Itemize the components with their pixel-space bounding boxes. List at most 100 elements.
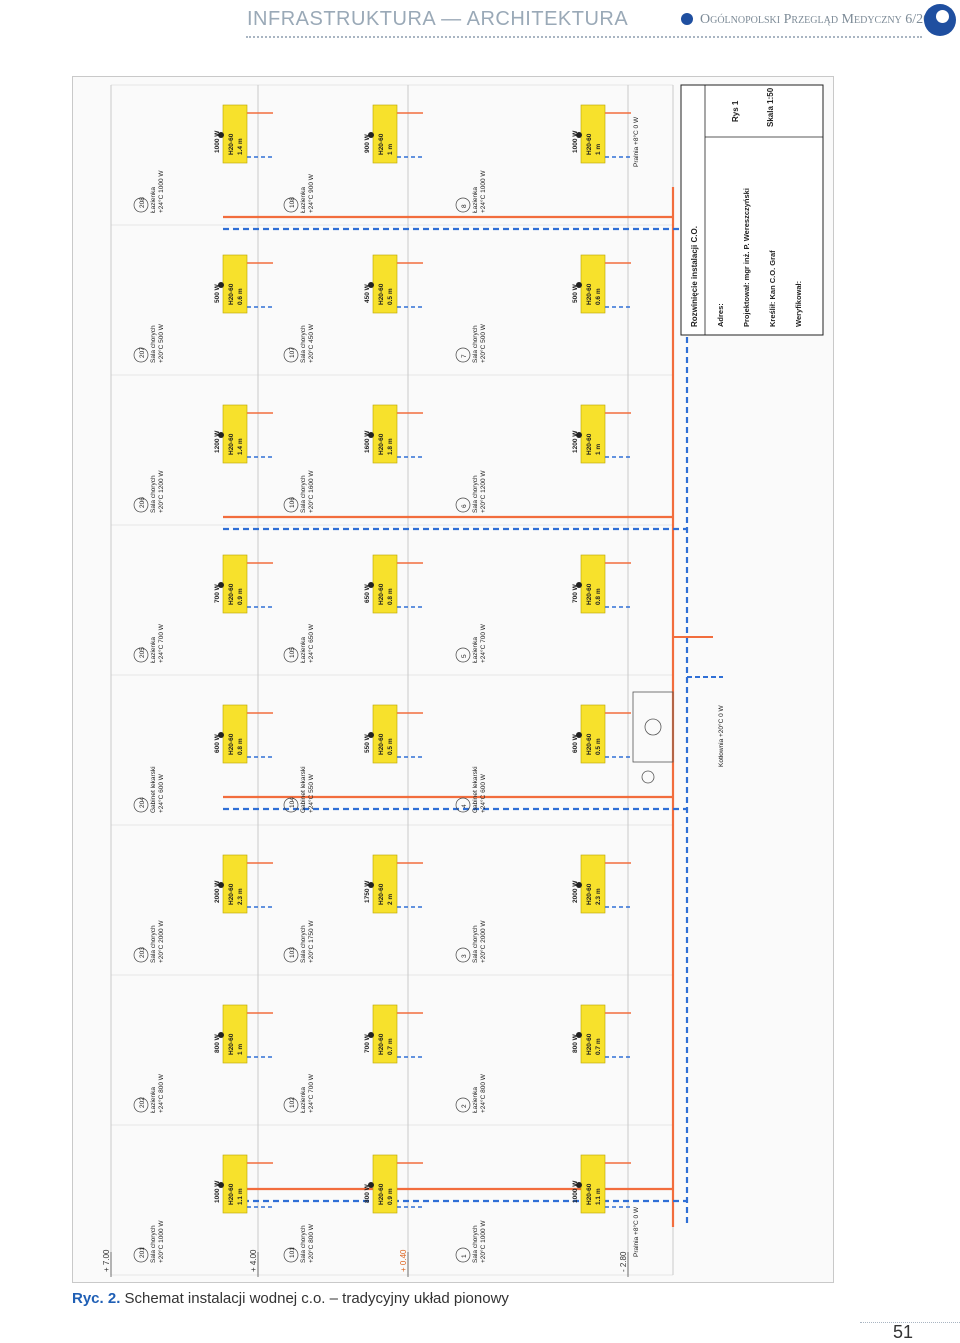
radiator-type: H20-60 bbox=[586, 883, 593, 905]
room-spec: +24°C 700 W bbox=[157, 623, 165, 663]
radiator bbox=[372, 554, 398, 614]
header-divider bbox=[246, 36, 922, 38]
valve-icon bbox=[218, 1182, 224, 1188]
valve-icon bbox=[218, 882, 224, 888]
room-name: Łazienka bbox=[472, 1087, 479, 1113]
page-header: INFRASTRUKTURA — ARCHITEKTURA Ogólnopols… bbox=[0, 0, 960, 46]
room-number-circle bbox=[283, 647, 299, 663]
radiator-power: 700 W bbox=[572, 583, 579, 603]
room-name: Sala chorych bbox=[150, 475, 157, 513]
valve-icon bbox=[218, 132, 224, 138]
room-number: 201 bbox=[139, 1247, 146, 1258]
radiator-power: 450 W bbox=[364, 283, 371, 303]
radiator bbox=[372, 704, 398, 764]
room-name: Sala chorych bbox=[150, 325, 157, 363]
radiator-power: 1600 W bbox=[364, 430, 371, 453]
room-spec: +24°C 900 W bbox=[307, 173, 315, 213]
title-block-row: Adres: bbox=[716, 303, 725, 327]
room-number-circle bbox=[455, 797, 471, 813]
room-number-circle bbox=[133, 1247, 149, 1263]
room-number: 202 bbox=[139, 1097, 146, 1108]
radiator-length: 0.8 m bbox=[387, 588, 394, 605]
radiator-type: H20-60 bbox=[378, 733, 385, 755]
room-name: Gabinet lekarski bbox=[150, 766, 157, 813]
drawing-number: Rys 1 bbox=[731, 100, 740, 122]
room-name: Łazienka bbox=[472, 187, 479, 213]
room-spec: +24°C 600 W bbox=[479, 773, 487, 813]
room-number-circle bbox=[455, 347, 471, 363]
title-block: Rozwinięcie instalacji C.O. Adres: Projekt… bbox=[680, 84, 824, 336]
room-number-circle bbox=[133, 797, 149, 813]
radiator-length: 0.5 m bbox=[595, 738, 602, 755]
radiator-length: 1.1 m bbox=[595, 1188, 602, 1205]
room-number: 205 bbox=[139, 647, 146, 658]
radiator-type: H20-60 bbox=[228, 1183, 235, 1205]
radiator-type: H20-60 bbox=[378, 133, 385, 155]
radiator-length: 0.5 m bbox=[387, 738, 394, 755]
valve-icon bbox=[576, 432, 582, 438]
basement-room-left: Pralnia +8°C 0 W bbox=[632, 1206, 640, 1257]
radiator-power: 700 W bbox=[364, 1033, 371, 1053]
radiator bbox=[580, 1154, 606, 1214]
radiator-length: 2 m bbox=[387, 894, 394, 905]
radiator-type: H20-60 bbox=[586, 433, 593, 455]
valve-icon bbox=[368, 432, 374, 438]
room-number-circle bbox=[283, 1097, 299, 1113]
radiator-type: H20-60 bbox=[378, 883, 385, 905]
room-number: 207 bbox=[139, 347, 146, 358]
radiator-type: H20-60 bbox=[378, 433, 385, 455]
radiator bbox=[222, 1154, 248, 1214]
radiator-type: H20-60 bbox=[586, 1033, 593, 1055]
room-number: 7 bbox=[461, 354, 468, 358]
radiator-power: 800 W bbox=[214, 1033, 221, 1053]
radiator bbox=[222, 104, 248, 164]
room-number-circle bbox=[455, 947, 471, 963]
title-block-row: Projektował: mgr inż. P. Wereszczyński bbox=[742, 188, 751, 327]
radiator bbox=[580, 1004, 606, 1064]
valve-icon bbox=[576, 1032, 582, 1038]
room-number: 107 bbox=[289, 347, 296, 358]
radiator-power: 800 W bbox=[572, 1033, 579, 1053]
room-number-circle bbox=[133, 497, 149, 513]
room-number-circle bbox=[283, 197, 299, 213]
room-name: Sala chorych bbox=[300, 1225, 307, 1263]
title-block-row: Kreślił: Kan C.O. Graf bbox=[768, 250, 777, 327]
radiator-length: 0.9 m bbox=[237, 588, 244, 605]
radiator-length: 0.7 m bbox=[387, 1038, 394, 1055]
room-number: 104 bbox=[289, 797, 296, 808]
radiator-type: H20-60 bbox=[228, 133, 235, 155]
radiator-type: H20-60 bbox=[378, 1033, 385, 1055]
pump-icon bbox=[644, 718, 662, 736]
room-spec: +20°C 1200 W bbox=[157, 470, 165, 513]
radiator-length: 1.1 m bbox=[237, 1188, 244, 1205]
title-block-row: Weryfikował: bbox=[794, 281, 803, 327]
title-block-title: Rozwinięcie instalacji C.O. bbox=[690, 226, 699, 327]
room-number: 3 bbox=[461, 954, 468, 958]
room-number: 108 bbox=[289, 197, 296, 208]
room-spec: +20°C 1600 W bbox=[307, 470, 315, 513]
radiator bbox=[372, 854, 398, 914]
room-name: Łazienka bbox=[472, 637, 479, 663]
radiator-power: 600 W bbox=[214, 733, 221, 753]
radiator-length: 0.6 m bbox=[237, 288, 244, 305]
room-spec: +24°C 700 W bbox=[479, 623, 487, 663]
room-name: Gabinet lekarski bbox=[472, 766, 479, 813]
room-spec: +20°C 1000 W bbox=[157, 1220, 165, 1263]
footer-divider bbox=[860, 1322, 960, 1323]
journal-title: Ogólnopolski Przegląd Medyczny 6/2014 bbox=[700, 12, 945, 27]
room-number-circle bbox=[283, 347, 299, 363]
radiator bbox=[580, 554, 606, 614]
radiator-length: 0.6 m bbox=[595, 288, 602, 305]
room-name: Sala chorych bbox=[300, 325, 307, 363]
room-number-circle bbox=[455, 497, 471, 513]
radiator-length: 0.5 m bbox=[387, 288, 394, 305]
